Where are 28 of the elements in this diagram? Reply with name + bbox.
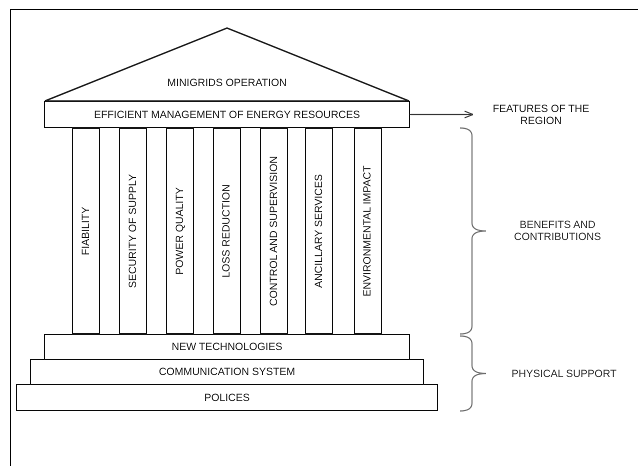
step-box <box>30 359 424 385</box>
box-label: NEW TECHNOLOGIES <box>172 341 282 353</box>
box-label: COMMUNICATION SYSTEM <box>158 366 296 378</box>
pillar <box>354 128 382 334</box>
pillar-label: SECURITY OF SUPPLY <box>127 174 139 288</box>
pillar-label: CONTROL AND SUPERVISION <box>268 156 280 306</box>
pillar <box>213 128 241 334</box>
box-label: MINIGRIDS OPERATION <box>167 77 287 89</box>
pillar-label: POWER QUALITY <box>174 187 186 275</box>
box-label: EFFICIENT MANAGEMENT OF ENERGY RESOURCES <box>94 108 360 120</box>
pillar-label: LOSS REDUCTION <box>221 184 233 278</box>
side-label: FEATURES OF THE REGION <box>492 103 590 127</box>
pillar <box>260 128 288 334</box>
pillar <box>305 128 333 334</box>
pillar-label: FIABILITY <box>80 206 92 256</box>
step-box <box>16 384 438 411</box>
pillar-label: ENVIRONMENTAL IMPACT <box>362 165 374 297</box>
group-label: PHYSICAL SUPPORT <box>510 368 618 380</box>
group-label: BENEFITS AND CONTRIBUTIONS <box>513 219 602 243</box>
architrave-box <box>44 101 410 128</box>
pillar-label: ANCILLARY SERVICES <box>313 174 325 288</box>
pillar <box>166 128 194 334</box>
box-label: POLICES <box>204 392 250 404</box>
roof-triangle <box>44 27 410 101</box>
pillar <box>119 128 147 334</box>
step-box <box>44 334 410 360</box>
arrow <box>410 110 474 118</box>
pillar <box>72 128 100 334</box>
